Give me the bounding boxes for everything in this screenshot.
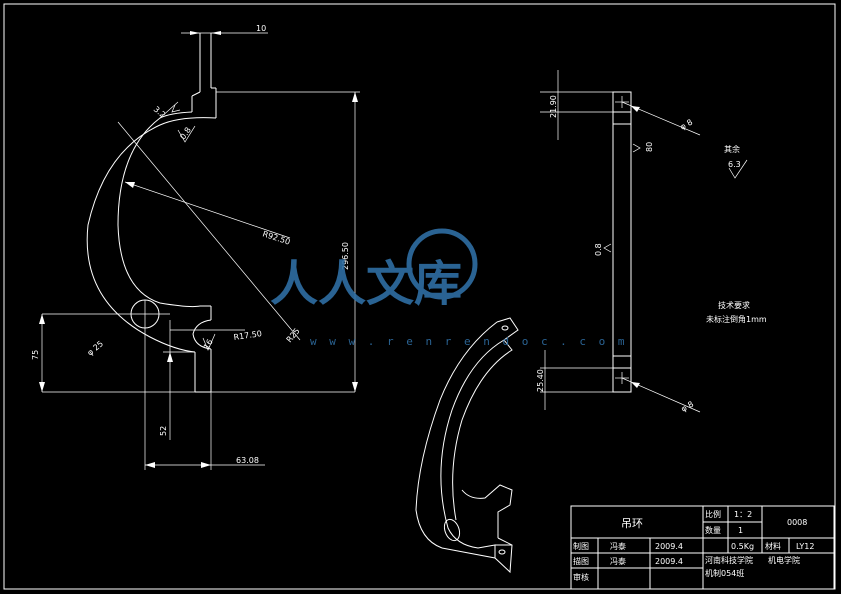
watermark-text: 人人文库 (270, 256, 462, 312)
title-dept: 机电学院 (768, 555, 800, 565)
isometric-view (415, 317, 519, 574)
title-drawn-name: 冯泰 (610, 541, 626, 551)
dim-16: 16 (202, 338, 215, 351)
dim-21-90: 21.90 (549, 95, 558, 118)
surface-finish-title: 其余 (724, 144, 740, 154)
title-drawn-date: 2009.4 (655, 542, 683, 551)
watermark: 人人文库 w w w . r e n r e n d o c . c o m (270, 228, 628, 348)
title-material-label: 材料 (765, 541, 781, 551)
notes-title: 技术要求 (718, 300, 750, 310)
watermark-url: w w w . r e n r e n d o c . c o m (310, 335, 628, 348)
dim-phi-25: φ 25 (86, 339, 106, 357)
title-draw2-label: 描图 (573, 556, 589, 566)
dim-296-50: 296.50 (341, 242, 350, 270)
surface-finish-icon (728, 159, 748, 179)
title-check-label: 审核 (573, 572, 589, 582)
title-class: 机制054班 (705, 568, 744, 578)
title-qty-label: 数量 (705, 525, 721, 535)
dim-r17-50: R17.50 (233, 329, 262, 342)
dim-phi-8-bottom: φ 8 (680, 399, 696, 413)
dim-r92-50: R92.50 (261, 229, 291, 246)
front-view (39, 31, 360, 470)
side-view (540, 70, 701, 413)
dim-63-08: 63.08 (236, 456, 259, 465)
title-weight: 0.5Kg (731, 542, 754, 551)
surface-finish-value: 6.3 (728, 160, 741, 169)
title-scale-label: 比例 (705, 509, 721, 519)
title-scale-value: 1：2 (734, 510, 752, 519)
dim-25-40: 25.40 (536, 369, 545, 392)
dim-0-8-top: 0.8 (178, 126, 193, 142)
dim-0-8-side: 0.8 (594, 243, 603, 256)
title-part-name: 吊环 (621, 517, 643, 530)
dim-3-2: 3.2 (152, 105, 168, 120)
title-school: 河南科技学院 (705, 555, 753, 565)
dim-52: 52 (159, 426, 168, 436)
drawing-border (3, 3, 836, 590)
title-block (570, 505, 835, 590)
title-draw2-name: 冯泰 (610, 556, 626, 566)
dim-10: 10 (256, 24, 266, 33)
dim-phi-8-top: φ 8 (679, 117, 695, 131)
watermark-logo-icon (406, 228, 478, 300)
title-qty-value: 1 (738, 526, 743, 535)
dim-r25: R25 (285, 326, 302, 344)
title-material-value: LY12 (796, 542, 814, 551)
title-draw2-date: 2009.4 (655, 557, 683, 566)
title-drawn-label: 制图 (573, 541, 589, 551)
dim-80: 80 (645, 142, 654, 152)
title-drawing-no: 0008 (787, 518, 807, 527)
notes-line-1: 未标注倒角1mm (706, 314, 767, 324)
dim-75: 75 (31, 350, 40, 360)
